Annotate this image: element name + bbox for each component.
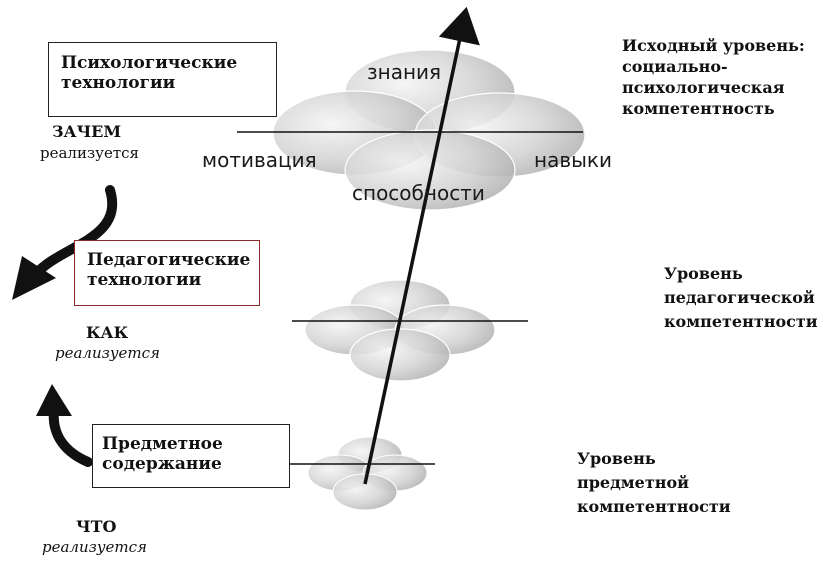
subject-content-label: Предметное содержание — [102, 434, 223, 474]
ped-tech-label: Педагогические технологии — [87, 250, 251, 290]
petal-label-motivation: мотивация — [202, 148, 317, 172]
flower-medium — [304, 279, 496, 382]
chto-realized-label: реализуется — [42, 538, 147, 556]
petal-bottom-medium — [349, 328, 451, 382]
psych-tech-label: Психологические технологии — [61, 53, 238, 93]
flower-large — [272, 49, 586, 211]
petal-label-knowledge: знания — [367, 60, 442, 84]
curved-arrow-upper — [30, 185, 118, 280]
zachem-label: ЗАЧЕМ — [52, 122, 122, 141]
petal-label-abilities: способности — [352, 181, 485, 205]
zachem-realized-label: реализуется — [40, 144, 139, 162]
kak-realized-label: реализуется — [55, 344, 160, 362]
ped-tech-box: Педагогические технологии — [74, 240, 260, 306]
petal-bottom-small — [332, 473, 398, 511]
level-middle-label: Уровень педагогической компетентности — [664, 264, 818, 331]
subject-content-box: Предметное содержание — [92, 424, 290, 488]
petal-bottom-large — [344, 129, 516, 211]
growth-axis-arrow — [363, 6, 480, 485]
level-top-label: Исходный уровень: социально- психологиче… — [622, 36, 805, 118]
petal-label-skills: навыки — [534, 148, 612, 172]
psych-tech-box: Психологические технологии — [48, 42, 277, 117]
level-bottom-label: Уровень предметной компетентности — [577, 449, 731, 516]
curved-arrow-lower — [48, 405, 93, 467]
curved-arrow-upper-head — [12, 256, 56, 300]
chto-label: ЧТО — [76, 517, 117, 536]
curved-arrow-lower-head — [36, 384, 72, 416]
kak-label: КАК — [86, 323, 129, 342]
